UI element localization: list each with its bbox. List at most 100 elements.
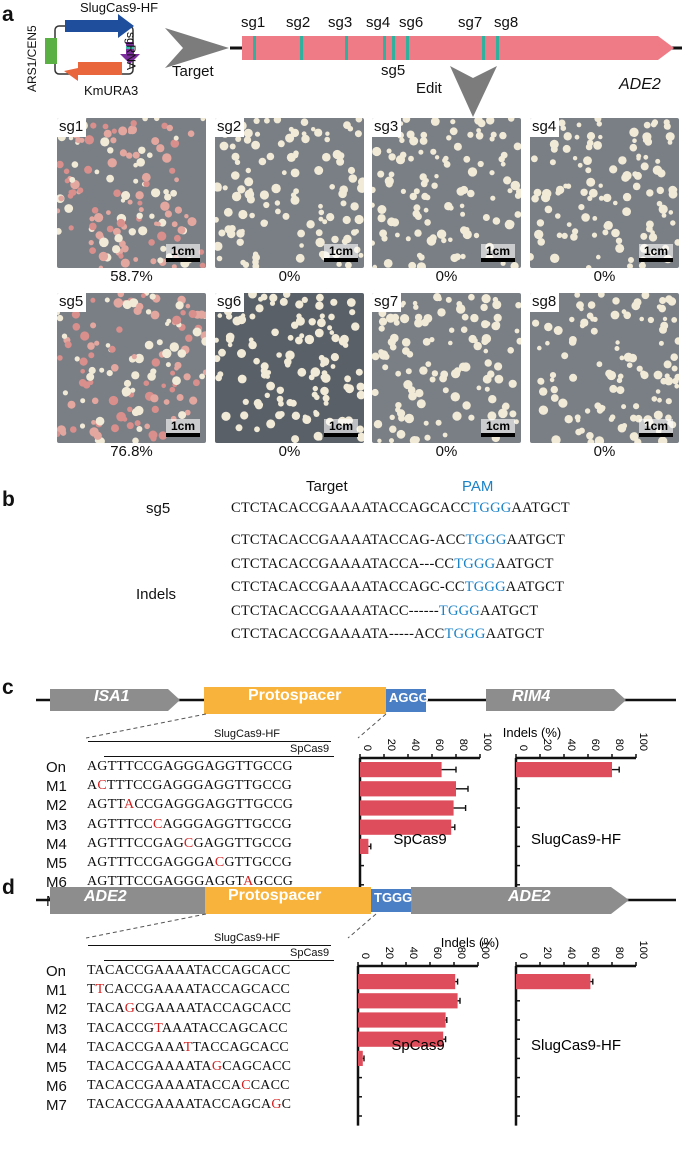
site-sg1: sg1 xyxy=(241,14,266,31)
guide-row-label: M4 xyxy=(46,835,67,853)
indel-sequence: CTCTACACCGAAAATACCA---CCTGGGAATGCT xyxy=(231,555,554,572)
slugcas9-hf-range-label: SlugCas9-HF xyxy=(214,932,281,944)
editing-percent: 0% xyxy=(278,268,301,285)
bar-On xyxy=(516,762,612,778)
panel-c-locus-diagram xyxy=(36,687,676,714)
scale-bar: 1cm xyxy=(639,244,673,262)
scale-bar: 1cm xyxy=(166,244,200,262)
ade2-right-gene-label: ADE2 xyxy=(508,888,551,905)
x-tick-label: 80 xyxy=(613,947,625,959)
bar-M2 xyxy=(358,1012,446,1028)
plate-label: sg5 xyxy=(57,293,87,312)
plate-label: sg2 xyxy=(215,118,245,137)
x-tick-label: 20 xyxy=(385,739,397,751)
guide-sequence: TACACCGAAATTACCAGCACC xyxy=(87,1039,289,1055)
target-label: Target xyxy=(172,63,214,80)
guide-sequence: TACACCGAAAATACCAGCACC xyxy=(87,963,291,978)
x-tick-label: 80 xyxy=(457,739,469,751)
bar-M3 xyxy=(358,1031,444,1047)
guide-row-label: M6 xyxy=(46,874,67,892)
site-sg8: sg8 xyxy=(494,14,519,31)
plate-sg2: sg2 1cm xyxy=(215,118,364,268)
guide-sequence: TACACCGAAAATACCAGCAGC xyxy=(87,1097,292,1113)
scale-bar-line xyxy=(324,258,358,262)
x-tick-label: 100 xyxy=(479,941,491,959)
plasmid-cas-label: SlugCas9-HF xyxy=(80,0,159,15)
guide-row-label: M4 xyxy=(46,1039,67,1057)
bar-M1 xyxy=(360,781,456,797)
bar-On xyxy=(360,762,442,778)
plasmid-sgrna-label: sgRNA xyxy=(124,32,138,71)
target-header: Target xyxy=(306,478,348,495)
editing-percent: 0% xyxy=(593,268,616,285)
x-tick-label: 60 xyxy=(431,947,443,959)
plate-label: sg8 xyxy=(530,293,560,312)
scale-bar: 1cm xyxy=(481,419,515,437)
guide-row-label: On xyxy=(46,759,67,776)
zoom-lines-c xyxy=(86,713,387,739)
guide-row-label: M3 xyxy=(46,1020,67,1038)
guide-row-label: M5 xyxy=(46,855,67,872)
site-sg7: sg7 xyxy=(458,14,483,31)
x-tick-label: 80 xyxy=(613,739,625,751)
guide-row-label: M7 xyxy=(46,1097,67,1115)
ade2-gene-diagram xyxy=(230,36,682,60)
panel-b-letter: b xyxy=(2,488,15,511)
bar-M4 xyxy=(358,1050,363,1066)
x-tick-label: 40 xyxy=(565,739,577,751)
guide-sequence: TACACCGTAAATACCAGCACC xyxy=(87,1020,288,1036)
guide-sequence: AGTTTCCGAGGGACGTTGCCG xyxy=(87,855,292,870)
x-tick-label: 0 xyxy=(517,953,529,959)
slugcas9-range-line xyxy=(88,945,331,946)
x-tick-label: 100 xyxy=(637,733,649,751)
x-tick-label: 100 xyxy=(637,941,649,959)
bar-On xyxy=(516,974,591,990)
protospacer-label-d: Protospacer xyxy=(228,887,322,904)
x-tick-label: 100 xyxy=(481,733,493,751)
x-tick-label: 20 xyxy=(541,739,553,751)
editing-percent: 58.7% xyxy=(110,268,153,285)
plate-image xyxy=(215,293,364,443)
panel-a-letter: a xyxy=(2,3,14,26)
scale-bar-label: 1cm xyxy=(166,419,200,433)
panel-c-letter: c xyxy=(2,676,14,699)
plate-label: sg3 xyxy=(372,118,402,137)
x-tick-label: 20 xyxy=(383,947,395,959)
plate-image xyxy=(530,293,679,443)
guide-sequence: AGTTACCGAGGGAGGTTGCCG xyxy=(87,797,294,813)
edit-label: Edit xyxy=(416,80,442,97)
ade2-left-gene-label: ADE2 xyxy=(84,888,127,905)
guide-sequence: AGTTTCCGAGGGAGGTAGCCG xyxy=(87,874,294,890)
guide-sequence: AGTTTCCGAGGGAGGTTGCCG xyxy=(87,759,293,774)
plate-image xyxy=(57,293,206,443)
scale-bar: 1cm xyxy=(481,244,515,262)
site-sg5: sg5 xyxy=(381,62,406,79)
x-tick-label: 40 xyxy=(409,739,421,751)
plasmid-ura-label: KmURA3 xyxy=(84,83,139,98)
pam-header: PAM xyxy=(462,478,494,495)
ref-sequence: CTCTACACCGAAAATACCAGCACCTGGGAATGCT xyxy=(231,500,570,516)
guide-sequence: TACACCGAAAATACCACCACC xyxy=(87,1078,290,1094)
series-label: SpCas9 xyxy=(391,1037,444,1054)
plasmid-diagram xyxy=(45,14,140,81)
x-tick-label: 0 xyxy=(361,745,373,751)
scale-bar-label: 1cm xyxy=(324,244,358,258)
indel-sequence: CTCTACACCGAAAATACCAGC-CCTGGGAATGCT xyxy=(231,579,565,595)
x-tick-label: 0 xyxy=(517,745,529,751)
slugcas9-hf-range-label: SlugCas9-HF xyxy=(214,728,281,740)
site-sg4: sg4 xyxy=(366,14,391,31)
x-tick-label: 60 xyxy=(589,739,601,751)
site-sg6: sg6 xyxy=(399,14,424,31)
protospacer-label-c: Protospacer xyxy=(248,687,342,704)
scale-bar: 1cm xyxy=(639,419,673,437)
scale-bar: 1cm xyxy=(166,419,200,437)
guide-row-label: M5 xyxy=(46,1059,67,1076)
bar-M2 xyxy=(360,800,454,816)
scale-bar-label: 1cm xyxy=(166,244,200,258)
scale-bar-label: 1cm xyxy=(481,419,515,433)
pam-box-d: TGGG xyxy=(374,890,413,905)
series-label: SpCas9 xyxy=(393,831,446,848)
scale-bar-label: 1cm xyxy=(481,244,515,258)
x-tick-label: 40 xyxy=(407,947,419,959)
